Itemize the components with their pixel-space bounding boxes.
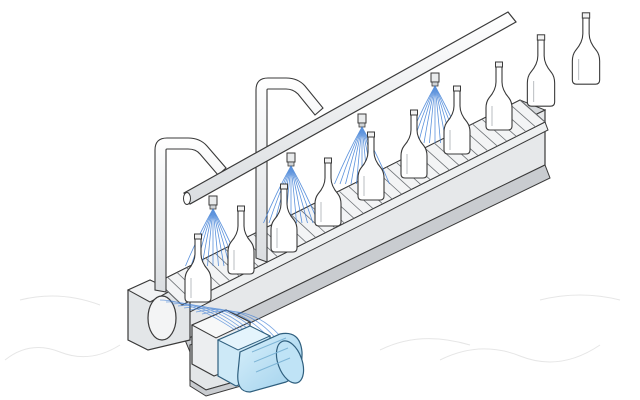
floor-sketch [4,294,621,363]
bottle [400,109,428,179]
bottle [270,183,298,253]
conveyor-underside [184,164,551,353]
spray-manifold-pipe [183,11,517,205]
belt-slat [519,99,546,123]
bottles [184,12,601,303]
belt-slat [424,147,450,171]
belt-slat [338,190,364,214]
bottle [485,61,513,131]
conveyor-front-rail [181,121,549,315]
bottle [184,233,212,303]
bottle [314,157,342,227]
belt-slat [291,214,317,238]
water-spray [263,165,319,224]
belt-slat [510,104,536,128]
belt-slat [472,123,498,147]
conveyor-roller [147,295,177,341]
bottle [571,12,601,85]
belt-slat [386,166,412,190]
bottle [526,34,556,107]
bottle [227,205,255,275]
bottle [443,85,471,155]
motor-end-cap [275,340,305,384]
belt-slat [205,257,231,282]
drive-motor [216,325,305,393]
bottle [357,131,385,201]
